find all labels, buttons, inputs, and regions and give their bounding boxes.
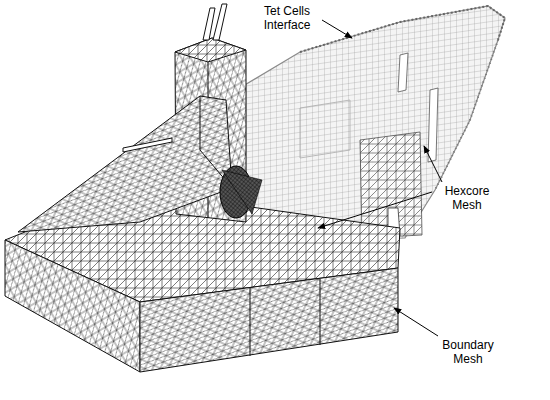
boundary-mesh bbox=[5, 4, 400, 372]
hexcore-region bbox=[228, 6, 505, 242]
callout-label: Tet Cells Interface bbox=[254, 4, 320, 32]
leader-lines bbox=[318, 20, 442, 336]
callout-label: Boundary Mesh bbox=[438, 338, 498, 366]
callout-label: Hexcore Mesh bbox=[440, 184, 494, 212]
